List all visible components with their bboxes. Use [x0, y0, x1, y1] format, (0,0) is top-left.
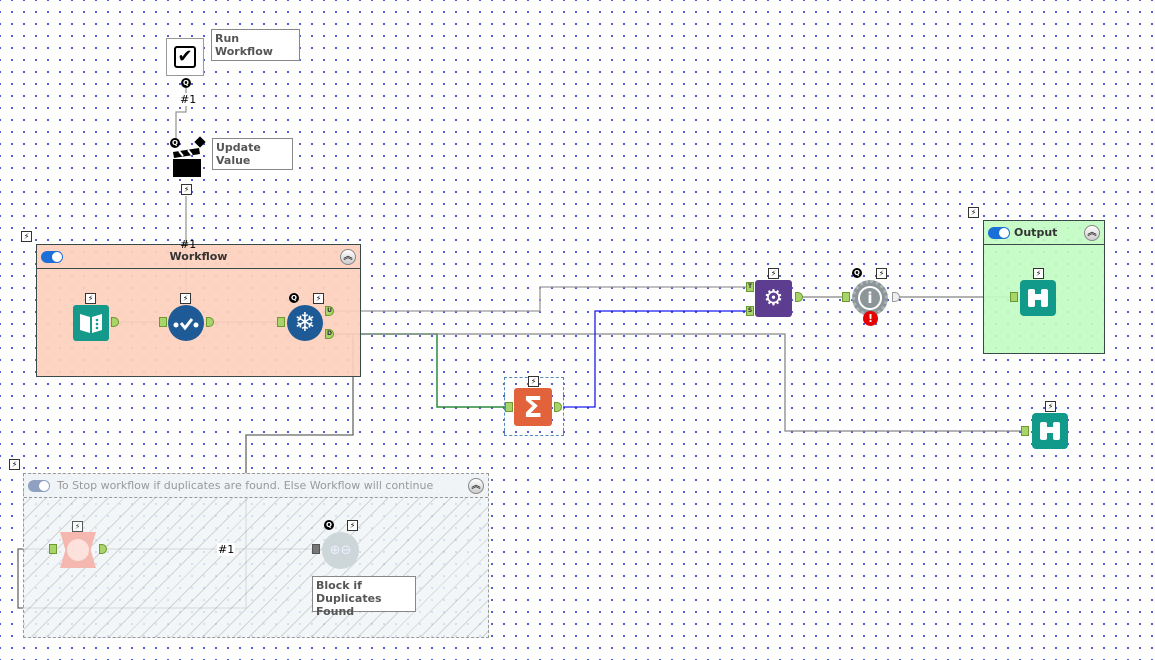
connection-label: #1 [180, 238, 197, 251]
bolt-icon: ⚡ [181, 184, 192, 195]
bolt-icon: ⚡ [21, 231, 32, 242]
output-anchor[interactable] [206, 317, 214, 327]
connection-label: #1 [179, 93, 198, 106]
bolt-icon: ⚡ [72, 521, 83, 532]
book-icon [80, 314, 102, 333]
bolt-icon: ⚡ [1033, 268, 1044, 279]
sigma-icon: Σ [523, 390, 543, 424]
container-title: To Stop workflow if duplicates are found… [57, 479, 434, 492]
connection-u-to-join [333, 286, 748, 312]
unique-tool[interactable]: ❄ [287, 305, 323, 341]
anchor-t[interactable]: T [746, 282, 754, 292]
input-anchor[interactable] [159, 317, 167, 327]
check-icon [173, 318, 199, 331]
query-icon: Q [170, 138, 180, 148]
block-until-done-tool[interactable]: ⊕⊖ [322, 532, 359, 569]
block-label-line2: Duplicates Found [316, 592, 382, 618]
browse-tool[interactable] [1020, 280, 1056, 316]
input-anchor[interactable] [277, 317, 285, 327]
info-icon: i [858, 286, 882, 310]
duplicate-anchor-d[interactable]: D [325, 329, 334, 339]
duplicates-container[interactable]: To Stop workflow if duplicates are found… [23, 473, 489, 638]
data-cleansing-tool[interactable] [168, 305, 204, 341]
binoculars-icon [1040, 422, 1060, 440]
binoculars-icon [1028, 289, 1048, 307]
summarize-tool[interactable]: Σ [514, 388, 552, 426]
query-icon: Q [289, 293, 299, 303]
browse-tool[interactable] [1032, 413, 1068, 449]
bolt-icon: ⚡ [528, 376, 539, 387]
container-header: Workflow ︽ [37, 245, 360, 269]
update-value-tool[interactable] [171, 148, 203, 178]
bolt-icon: ⚡ [9, 459, 20, 470]
query-icon: Q [324, 520, 334, 530]
container-header: To Stop workflow if duplicates are found… [24, 474, 488, 498]
checkbox-icon: ✔ [174, 46, 196, 68]
input-anchor[interactable] [505, 402, 513, 412]
error-icon: ! [863, 311, 878, 326]
collapse-button[interactable]: ︽ [468, 478, 484, 494]
append-fields-tool[interactable]: ⚙ [755, 280, 792, 317]
bolt-icon: ⚡ [768, 268, 779, 279]
clapperboard-icon [173, 148, 201, 177]
connection-label: #1 [217, 543, 236, 556]
output-anchor[interactable] [892, 292, 900, 302]
collapse-button[interactable]: ︽ [340, 249, 356, 265]
output-anchor[interactable] [111, 317, 119, 327]
run-workflow-tool[interactable]: ✔ [166, 38, 204, 76]
connection-d-to-browse [333, 333, 1022, 432]
unique-icon [67, 539, 89, 561]
bolt-icon: ⚡ [347, 520, 358, 531]
connection-summarize-to-join [563, 310, 748, 408]
bolt-icon: ⚡ [968, 207, 979, 218]
gears-icon: ⚙ [763, 286, 784, 311]
output-anchor[interactable] [795, 292, 803, 302]
container-toggle[interactable] [41, 251, 63, 263]
output-anchor[interactable] [99, 544, 107, 554]
anchor-s[interactable]: S [746, 306, 754, 316]
input-anchor[interactable] [1010, 292, 1018, 302]
container-toggle[interactable] [988, 227, 1010, 239]
input-anchor[interactable] [1021, 426, 1029, 436]
input-anchor[interactable] [842, 292, 850, 302]
bolt-icon: ⚡ [876, 268, 887, 279]
container-toggle[interactable] [28, 480, 50, 492]
run-workflow-label: Run Workflow [211, 29, 300, 61]
bolt-icon: ⚡ [1045, 401, 1056, 412]
unique-tool-disabled[interactable] [60, 532, 96, 568]
input-data-tool[interactable] [73, 305, 109, 341]
update-value-label: Update Value [212, 138, 293, 170]
message-tool[interactable]: i [852, 280, 888, 316]
input-anchor[interactable] [49, 544, 57, 554]
container-title: Workflow [169, 250, 228, 263]
block-label: Block if Duplicates Found [312, 576, 416, 618]
bolt-icon: ⚡ [85, 293, 96, 304]
snowflake-icon: ❄ [294, 308, 316, 338]
bolt-icon: ⚡ [313, 293, 324, 304]
query-icon: Q [852, 268, 862, 278]
output-anchor[interactable] [554, 402, 562, 412]
collapse-button[interactable]: ︽ [1084, 225, 1100, 241]
input-anchor[interactable] [312, 544, 320, 554]
unique-anchor-u[interactable]: U [325, 306, 334, 316]
bolt-icon: ⚡ [180, 293, 191, 304]
container-title: Output [1014, 226, 1058, 239]
query-icon: Q [181, 78, 191, 88]
block-label-line1: Block if [316, 579, 362, 592]
container-header: Output ︽ [984, 221, 1104, 245]
plus-minus-icon: ⊕⊖ [329, 543, 352, 558]
